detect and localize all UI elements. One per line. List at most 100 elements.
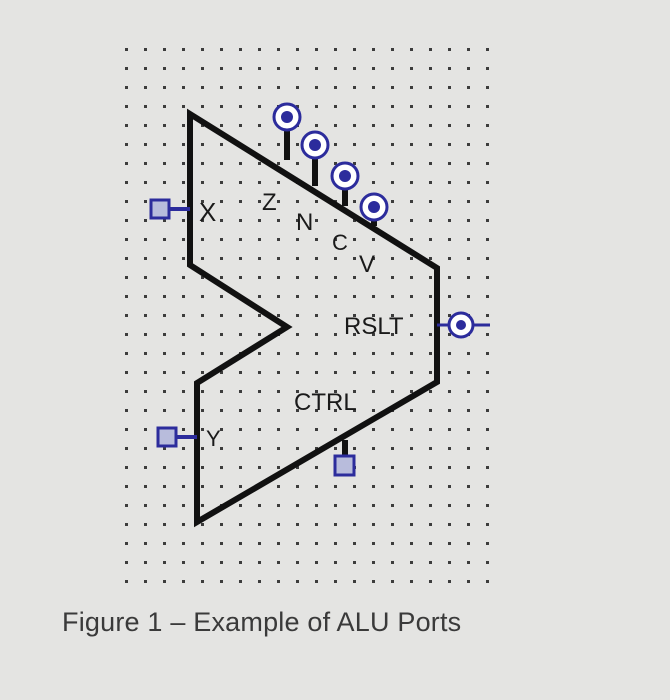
grid-dot xyxy=(353,257,356,260)
grid-dot xyxy=(144,352,147,355)
grid-dot xyxy=(410,409,413,412)
grid-dot xyxy=(410,257,413,260)
grid-dot xyxy=(334,561,337,564)
port-ctrl-square xyxy=(333,454,356,477)
grid-dot xyxy=(239,390,242,393)
grid-dot xyxy=(201,542,204,545)
grid-dot xyxy=(429,352,432,355)
grid-dot xyxy=(410,162,413,165)
grid-dot xyxy=(220,428,223,431)
grid-dot xyxy=(220,333,223,336)
grid-dot xyxy=(391,124,394,127)
grid-dot xyxy=(258,276,261,279)
grid-dot xyxy=(429,48,432,51)
alu-body xyxy=(187,108,440,528)
grid-dot xyxy=(277,162,280,165)
grid-dot xyxy=(277,314,280,317)
grid-dot xyxy=(410,200,413,203)
grid-dot xyxy=(429,390,432,393)
grid-dot xyxy=(429,485,432,488)
grid-dot xyxy=(144,48,147,51)
grid-dot xyxy=(467,257,470,260)
grid-dot xyxy=(277,390,280,393)
grid-dot xyxy=(239,447,242,450)
grid-dot xyxy=(144,276,147,279)
grid-dot xyxy=(296,162,299,165)
grid-dot xyxy=(391,390,394,393)
grid-dot xyxy=(372,124,375,127)
grid-dot xyxy=(220,257,223,260)
grid-dot xyxy=(486,333,489,336)
grid-dot xyxy=(182,485,185,488)
grid-dot xyxy=(201,523,204,526)
grid-dot xyxy=(391,48,394,51)
grid-dot xyxy=(315,485,318,488)
grid-dot xyxy=(201,447,204,450)
grid-dot xyxy=(296,333,299,336)
grid-dot xyxy=(239,523,242,526)
port-c: C xyxy=(330,161,360,255)
grid-dot xyxy=(353,447,356,450)
grid-dot xyxy=(334,504,337,507)
grid-dot xyxy=(258,238,261,241)
grid-dot xyxy=(429,67,432,70)
grid-dot xyxy=(448,219,451,222)
grid-dot xyxy=(353,561,356,564)
grid-dot xyxy=(201,105,204,108)
grid-dot xyxy=(125,295,128,298)
grid-dot xyxy=(372,67,375,70)
grid-dot xyxy=(296,561,299,564)
grid-dot xyxy=(429,371,432,374)
grid-dot xyxy=(391,580,394,583)
grid-dot xyxy=(125,257,128,260)
grid-dot xyxy=(391,428,394,431)
grid-dot xyxy=(163,580,166,583)
grid-dot xyxy=(144,238,147,241)
grid-dot xyxy=(410,295,413,298)
grid-dot xyxy=(315,447,318,450)
grid-dot xyxy=(258,314,261,317)
grid-dot xyxy=(353,276,356,279)
grid-dot xyxy=(182,504,185,507)
grid-dot xyxy=(201,200,204,203)
grid-dot xyxy=(258,371,261,374)
grid-dot xyxy=(220,295,223,298)
grid-dot xyxy=(486,48,489,51)
grid-dot xyxy=(239,466,242,469)
grid-dot xyxy=(353,86,356,89)
grid-dot xyxy=(429,333,432,336)
grid-dot xyxy=(448,143,451,146)
grid-dot xyxy=(448,295,451,298)
grid-dot xyxy=(277,371,280,374)
grid-dot xyxy=(315,580,318,583)
grid-dot xyxy=(334,67,337,70)
grid-dot xyxy=(353,124,356,127)
grid-dot xyxy=(125,333,128,336)
grid-dot xyxy=(201,561,204,564)
grid-dot xyxy=(163,219,166,222)
grid-dot xyxy=(372,409,375,412)
grid-dot xyxy=(182,409,185,412)
grid-dot xyxy=(334,390,337,393)
grid-dot xyxy=(372,504,375,507)
grid-dot xyxy=(239,314,242,317)
grid-dot xyxy=(201,466,204,469)
grid-dot xyxy=(467,143,470,146)
grid-dot xyxy=(182,238,185,241)
grid-dot xyxy=(410,276,413,279)
grid-dot xyxy=(448,181,451,184)
grid-dot xyxy=(315,86,318,89)
grid-dot xyxy=(353,542,356,545)
grid-dot xyxy=(467,580,470,583)
grid-dot xyxy=(258,181,261,184)
grid-dot xyxy=(467,181,470,184)
grid-dot xyxy=(144,561,147,564)
grid-dot xyxy=(296,143,299,146)
grid-dot xyxy=(353,352,356,355)
grid-dot xyxy=(258,162,261,165)
grid-dot xyxy=(410,238,413,241)
grid-dot xyxy=(258,143,261,146)
grid-dot xyxy=(144,428,147,431)
grid-dot xyxy=(201,580,204,583)
grid-dot xyxy=(125,390,128,393)
